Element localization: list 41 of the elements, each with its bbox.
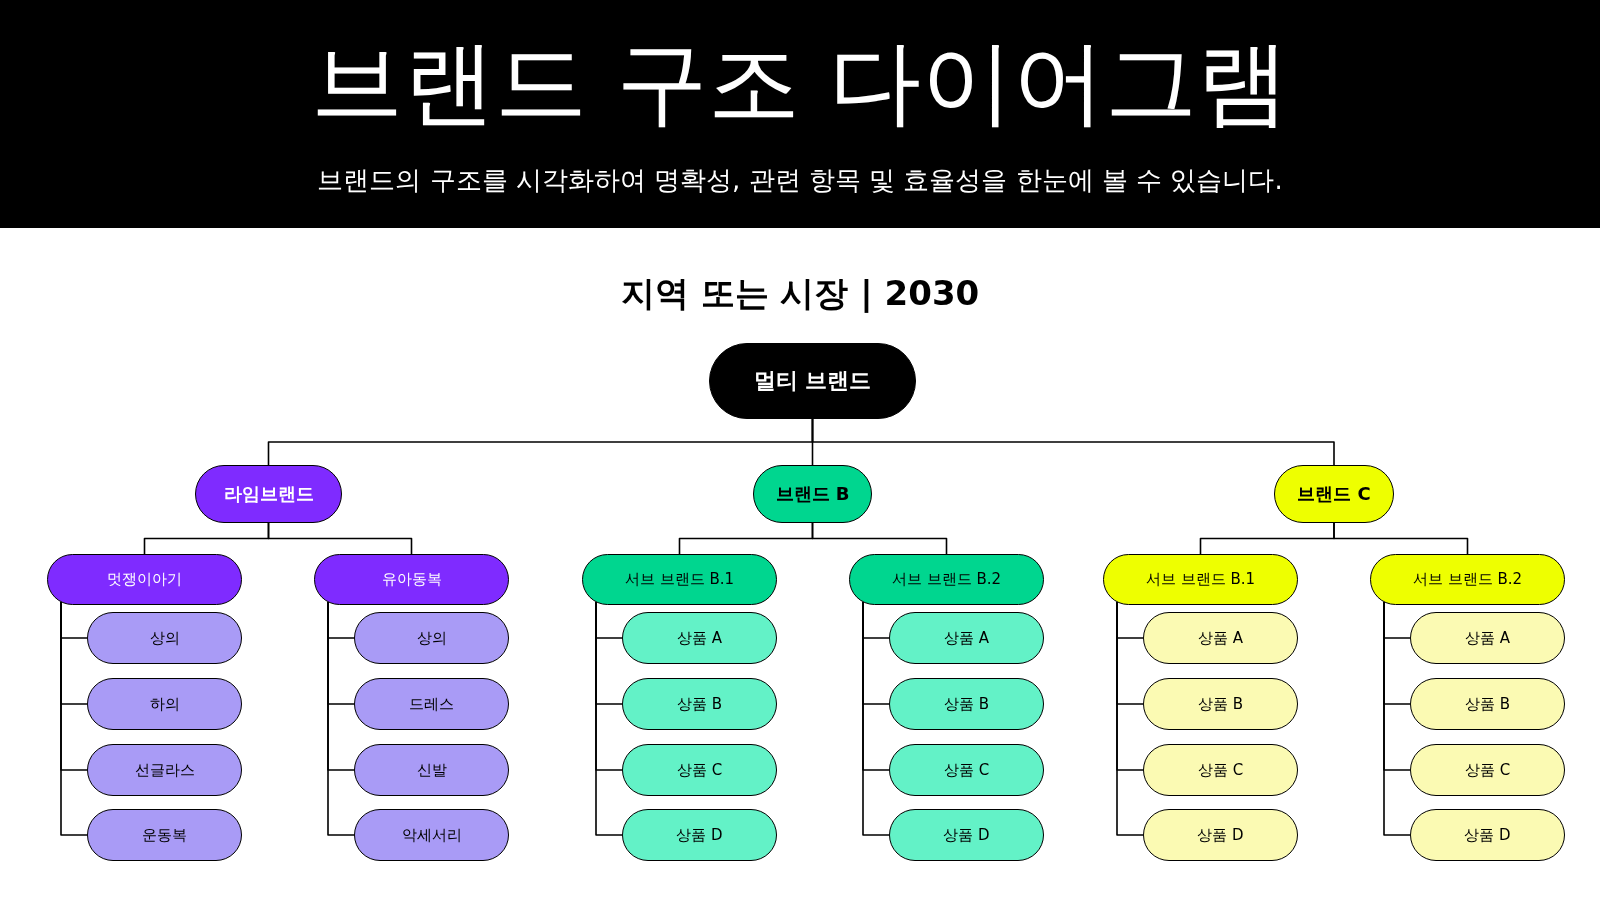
product-node: 상품 B xyxy=(622,678,777,730)
connector-line xyxy=(1333,522,1469,555)
product-node: 하의 xyxy=(87,678,242,730)
sub-brand-node: 서브 브랜드 B.2 xyxy=(849,554,1044,605)
sub-brand-node: 서브 브랜드 B.2 xyxy=(1370,554,1565,605)
product-node: 드레스 xyxy=(354,678,509,730)
product-node: 상품 C xyxy=(1143,744,1298,796)
product-node: 상품 A xyxy=(889,612,1044,664)
product-node: 악세서리 xyxy=(354,809,509,861)
product-node: 상품 D xyxy=(622,809,777,861)
product-node: 상품 D xyxy=(889,809,1044,861)
product-node: 상품 A xyxy=(1143,612,1298,664)
brand-node: 라임브랜드 xyxy=(195,465,342,523)
product-node: 상품 A xyxy=(1410,612,1565,664)
sub-brand-node: 유아동복 xyxy=(314,554,509,605)
connector-line xyxy=(267,522,413,555)
product-node: 상품 C xyxy=(1410,744,1565,796)
product-node: 운동복 xyxy=(87,809,242,861)
section-heading: 지역 또는 시장 | 2030 xyxy=(619,272,981,315)
product-node: 상품 A xyxy=(622,612,777,664)
product-node: 상품 D xyxy=(1410,809,1565,861)
product-node: 상의 xyxy=(354,612,509,664)
product-node: 상품 D xyxy=(1143,809,1298,861)
product-node: 상품 C xyxy=(889,744,1044,796)
product-node: 상품 C xyxy=(622,744,777,796)
product-node: 상의 xyxy=(87,612,242,664)
product-node: 신발 xyxy=(354,744,509,796)
sub-brand-node: 서브 브랜드 B.1 xyxy=(1103,554,1298,605)
title: 브랜드 구조 다이어그램 xyxy=(309,28,1291,138)
brand-node: 브랜드 C xyxy=(1274,465,1394,523)
product-node: 선글라스 xyxy=(87,744,242,796)
product-node: 상품 B xyxy=(889,678,1044,730)
product-node: 상품 B xyxy=(1143,678,1298,730)
connector-line xyxy=(811,418,1335,466)
connector-line xyxy=(811,522,948,555)
sub-brand-node: 서브 브랜드 B.1 xyxy=(582,554,777,605)
root-brand-node: 멀티 브랜드 xyxy=(709,343,916,419)
subtitle: 브랜드의 구조를 시각화하여 명확성, 관련 항목 및 효율성을 한눈에 볼 수 있습니다. xyxy=(316,164,1284,197)
product-node: 상품 B xyxy=(1410,678,1565,730)
brand-node: 브랜드 B xyxy=(753,465,872,523)
sub-brand-node: 멋쟁이아기 xyxy=(47,554,242,605)
